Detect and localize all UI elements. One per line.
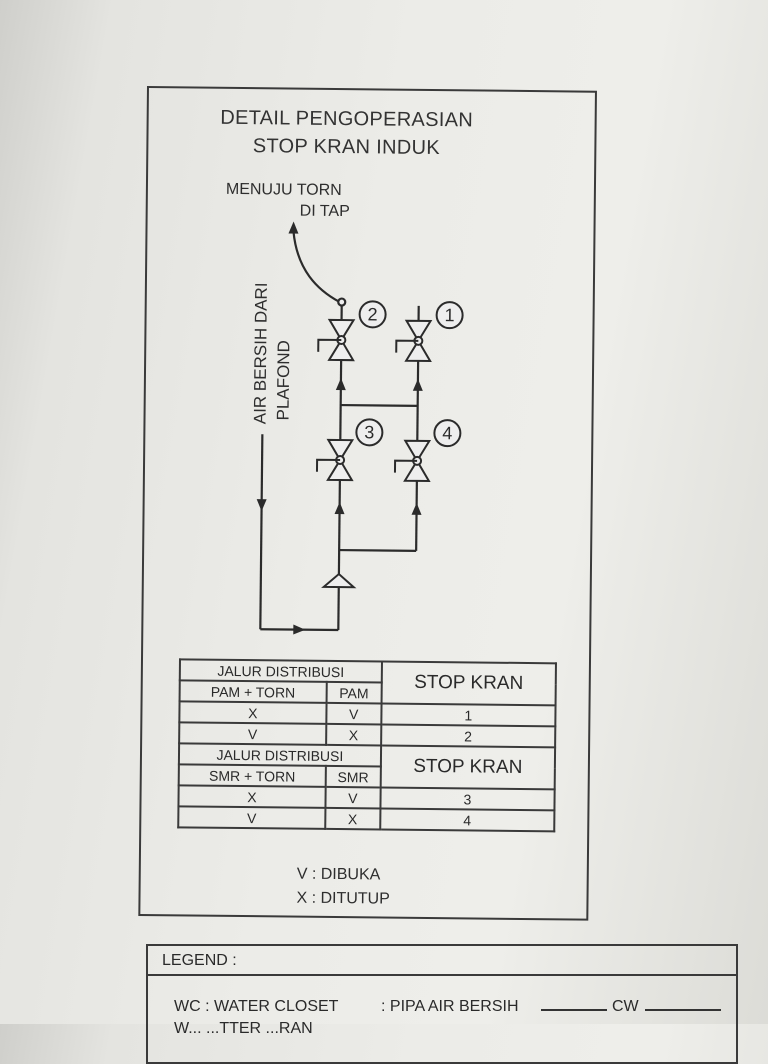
piping-diagram: 2 1 3 4	[256, 221, 464, 635]
legend-pipe-label: : PIPA AIR BERSIH	[381, 998, 519, 1015]
pipe-to-tank	[292, 231, 341, 303]
pipe-end-cap	[337, 297, 347, 307]
flow-arrow-up-icon	[411, 502, 422, 515]
table-col-header: PAM	[326, 681, 382, 704]
table-cell: 1	[381, 703, 556, 727]
detail-frame: DETAIL PENGOPERASIAN STOP KRAN INDUK MEN…	[138, 86, 597, 921]
valve-number-label: 4	[442, 423, 452, 443]
legend-wc: WC : WATER CLOSET	[174, 998, 339, 1015]
legend-box: LEGEND : WC : WATER CLOSET : PIPA AIR BE…	[146, 944, 738, 1064]
note-closed: X : DITUTUP	[296, 889, 390, 908]
table-cell: X	[178, 785, 326, 808]
flow-arrow-down-icon	[256, 499, 267, 512]
table-stop-header: STOP KRAN	[380, 745, 556, 790]
pipe-supply-vertical	[259, 434, 264, 630]
table-group-header: JALUR DISTRIBUSI	[179, 659, 382, 683]
table-col-header: SMR	[325, 765, 381, 788]
valve-number-label: 1	[445, 305, 455, 325]
legend-cw-label: CW	[612, 998, 639, 1015]
valve-number-circle	[435, 301, 464, 330]
table-cell: 4	[380, 808, 555, 832]
table-cell: 3	[380, 787, 555, 811]
valve-number-circle	[358, 300, 387, 329]
valve-3-icon	[315, 438, 355, 482]
table-cell: V	[325, 786, 381, 809]
legend-title: LEGEND :	[162, 952, 237, 969]
table-col-header: SMR + TORN	[178, 764, 326, 787]
arrow-to-tank-icon	[288, 221, 299, 234]
legend-pipe-line	[645, 1009, 721, 1011]
flow-arrow-up-icon	[335, 378, 346, 391]
pipe-cross-upper	[340, 403, 418, 407]
table-group-header: JALUR DISTRIBUSI	[178, 743, 381, 767]
table-cell: X	[325, 723, 382, 746]
valve-number-label: 3	[364, 422, 374, 442]
table-cell: 2	[380, 724, 556, 748]
operation-table: JALUR DISTRIBUSI STOP KRAN PAM + TORN PA…	[177, 658, 557, 832]
table-cell: X	[324, 807, 381, 830]
table-row: V X 4	[178, 806, 555, 832]
table-cell: V	[326, 702, 382, 725]
legend-pipe-line	[541, 1009, 607, 1011]
table-cell: V	[179, 722, 327, 745]
flow-arrow-right-icon	[293, 624, 306, 635]
flow-arrow-up-icon	[412, 378, 423, 391]
valve-number-circle	[433, 419, 462, 448]
check-valve-icon	[321, 572, 357, 589]
table-cell: V	[178, 806, 326, 829]
table-stop-header: STOP KRAN	[381, 661, 556, 706]
valve-number-label: 2	[368, 304, 378, 324]
flow-arrow-up-icon	[334, 502, 345, 515]
valve-2-icon	[317, 318, 356, 362]
valve-number-circle	[355, 418, 384, 447]
legend-header: LEGEND :	[148, 946, 736, 976]
pipe-cross-lower	[339, 548, 417, 552]
legend-cut-off-line: W... ...TTER ...RAN	[174, 1020, 313, 1037]
table-col-header: PAM + TORN	[179, 680, 327, 703]
valve-4-icon	[393, 439, 432, 482]
valve-1-icon	[395, 319, 433, 362]
note-open: V : DIBUKA	[296, 865, 381, 884]
table-cell: X	[179, 701, 327, 724]
